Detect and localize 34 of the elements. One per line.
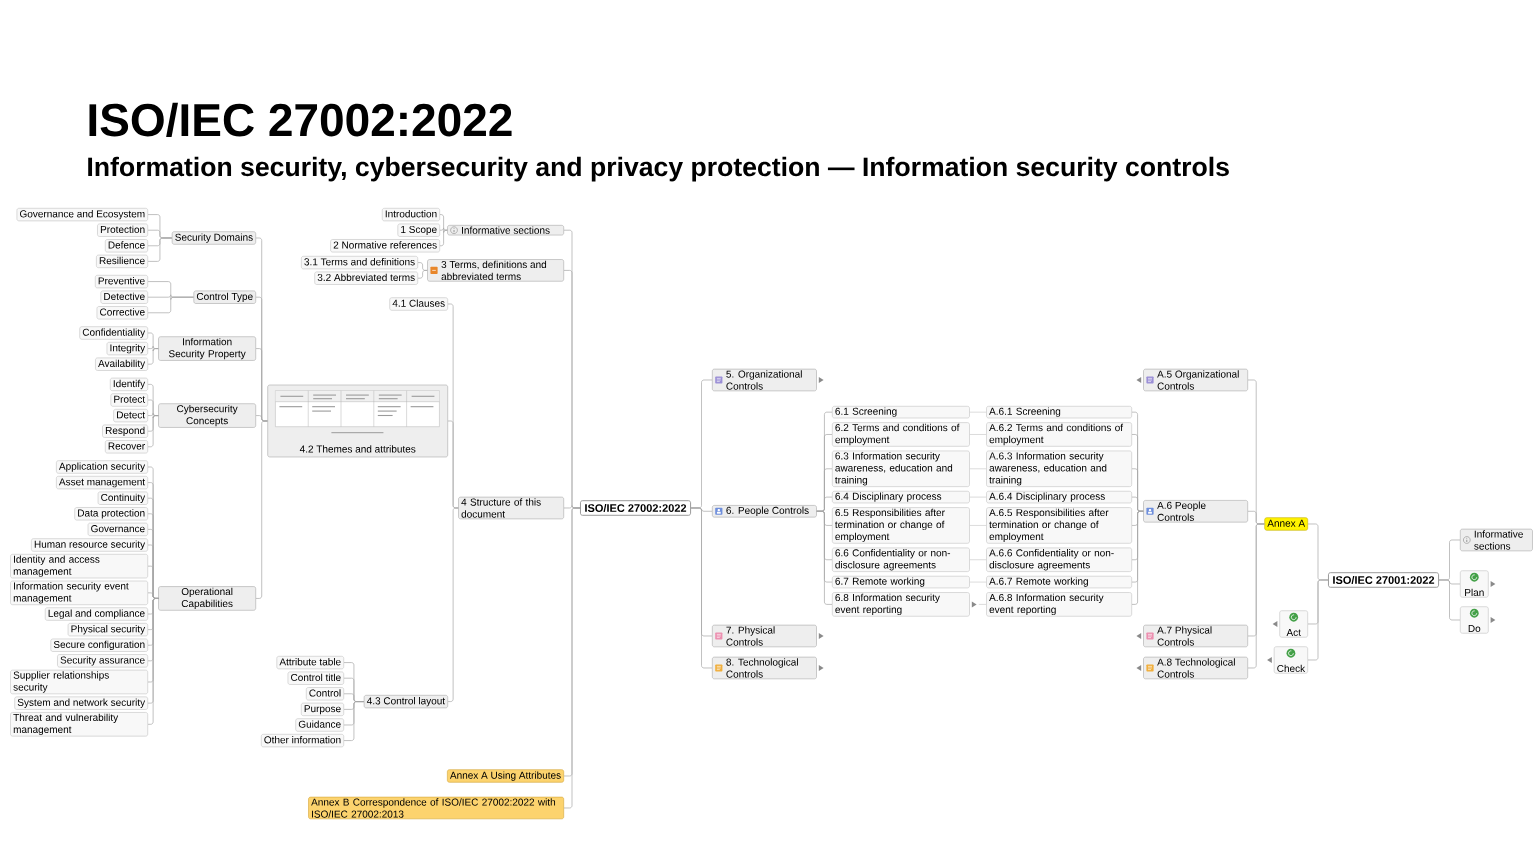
connector-line xyxy=(255,420,268,599)
connector-line xyxy=(816,496,833,512)
connector-line xyxy=(417,270,428,279)
connector-line xyxy=(255,348,268,422)
connector-line xyxy=(147,296,194,314)
connector-line xyxy=(417,262,428,271)
connector-line xyxy=(255,415,268,422)
connector-line xyxy=(439,227,448,233)
connector-line xyxy=(147,598,159,725)
connector-line xyxy=(147,415,159,448)
page-title: ISO/IEC 27002:2022 xyxy=(89,102,512,137)
connector-line xyxy=(969,434,987,435)
subtitle: Information security, cybersecurity and privacy protection — Information security controls xyxy=(88,156,1229,182)
connector-line xyxy=(147,412,159,419)
connector-line xyxy=(690,507,713,669)
connector-line xyxy=(816,510,833,605)
connector-line xyxy=(147,565,159,599)
connector-line xyxy=(147,237,173,262)
connector-line xyxy=(447,507,459,702)
connector-line xyxy=(1131,496,1144,512)
connector-line xyxy=(147,332,159,349)
connector-line xyxy=(147,345,159,352)
connector-line xyxy=(969,525,987,526)
connector-line xyxy=(343,701,365,741)
connector-line xyxy=(978,604,987,605)
connector-line xyxy=(1247,523,1265,669)
connector-line xyxy=(1438,579,1461,621)
connector-line xyxy=(147,399,159,416)
connector-line xyxy=(1131,510,1144,605)
connector-line xyxy=(147,348,159,365)
connector-line xyxy=(439,229,448,247)
connector-line xyxy=(439,214,448,231)
connector-line xyxy=(1307,579,1329,661)
connector-line xyxy=(447,420,459,509)
